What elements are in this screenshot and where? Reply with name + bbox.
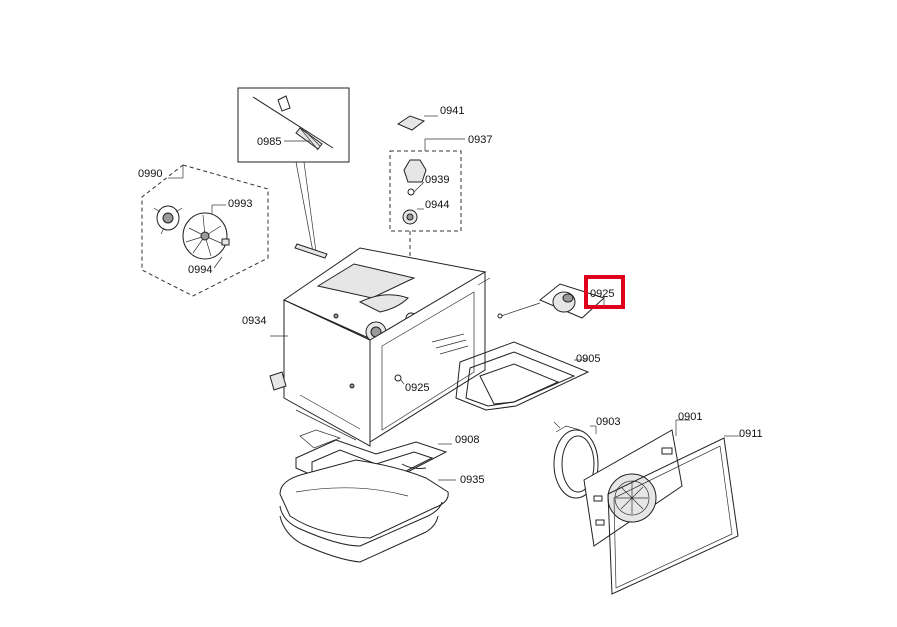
part-label-0937[interactable]: 0937	[468, 134, 492, 146]
sensor-inset	[237, 87, 350, 259]
part-label-0993[interactable]: 0993	[228, 198, 252, 210]
part-label-0939[interactable]: 0939	[425, 174, 449, 186]
part-label-0903[interactable]: 0903	[596, 416, 620, 428]
part-label-0941[interactable]: 0941	[440, 105, 464, 117]
part-label-0985[interactable]: 0985	[257, 136, 281, 148]
grill-element-0905	[455, 341, 590, 411]
lamp-0925-detail	[497, 283, 605, 319]
part-label-0911[interactable]: 0911	[739, 428, 763, 440]
part-label-0908[interactable]: 0908	[455, 434, 479, 446]
part-label-0944[interactable]: 0944	[425, 199, 449, 211]
insulation-0935	[279, 459, 456, 563]
part-label-0934[interactable]: 0934	[242, 315, 266, 327]
part-label-0994[interactable]: 0994	[188, 264, 212, 276]
lamp-group	[389, 138, 465, 258]
back-panel-0901	[583, 419, 690, 547]
clip-0941	[396, 115, 438, 131]
part-label-0935[interactable]: 0935	[460, 474, 484, 486]
part-label-0925-mid[interactable]: 0925	[405, 382, 429, 394]
ring-element-0903	[553, 421, 599, 499]
part-label-0990[interactable]: 0990	[138, 168, 162, 180]
part-label-0901[interactable]: 0901	[678, 411, 702, 423]
door-seal-0911	[607, 435, 740, 595]
highlight-box	[584, 275, 625, 309]
oven-cavity	[269, 247, 491, 447]
fan-group	[141, 164, 269, 297]
part-label-0925-highlighted[interactable]: 0925	[590, 288, 614, 300]
part-label-0905[interactable]: 0905	[576, 353, 600, 365]
